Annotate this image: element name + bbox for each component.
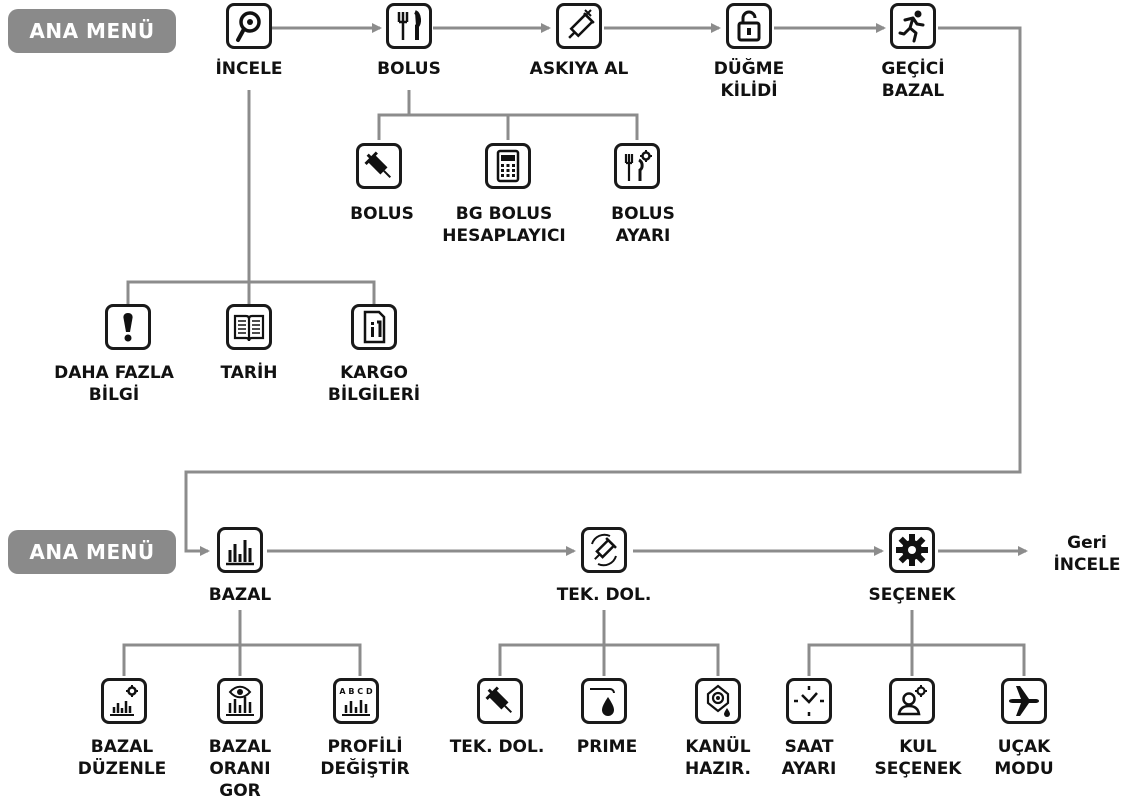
bar-chart-icon[interactable] <box>217 527 263 573</box>
tarih-label: TARİH <box>220 363 278 383</box>
daha-fazla-bilgi-label: DAHA FAZLA BİLGİ <box>54 363 174 405</box>
clock-icon[interactable] <box>786 678 832 724</box>
bg-bolus-label: BG BOLUS HESAPLAYICI <box>442 204 566 246</box>
ucak-modu-label: UÇAK MODU <box>994 737 1054 779</box>
fork-knife-icon[interactable] <box>386 3 432 49</box>
airplane-icon[interactable] <box>1001 678 1047 724</box>
saat-ayari-label: SAAT AYARI <box>781 737 837 779</box>
gecici-bazal-label: GEÇİCİ BAZAL <box>881 59 945 101</box>
exclamation-icon[interactable] <box>105 304 151 350</box>
askiya-al-label: ASKIYA AL <box>529 59 629 79</box>
runner-icon[interactable] <box>890 3 936 49</box>
secenek-label: SEÇENEK <box>868 585 956 605</box>
drop-icon[interactable] <box>581 678 627 724</box>
kul-secenek-label: KUL SEÇENEK <box>874 737 962 779</box>
bar-chart-gear-icon[interactable] <box>101 678 147 724</box>
kanul-hazir-label: KANÜL HAZIR. <box>685 737 751 779</box>
main-menu-button-top[interactable]: ANA MENÜ <box>8 9 176 53</box>
main-menu-button-bottom[interactable]: ANA MENÜ <box>8 530 176 574</box>
bazal-duzenle-label: BAZAL DÜZENLE <box>77 737 167 779</box>
profili-degistir-label: PROFİLİ DEĞİŞTİR <box>320 737 410 779</box>
abcd-text: A B C D <box>339 687 373 696</box>
bar-chart-eye-icon[interactable] <box>217 678 263 724</box>
info-icon[interactable] <box>351 304 397 350</box>
bazal-label: BAZAL <box>208 585 272 605</box>
syringe-crossed-icon[interactable] <box>556 3 602 49</box>
connector-wraparound <box>184 26 1022 556</box>
syringe-icon[interactable] <box>477 678 523 724</box>
fork-knife-gear-icon[interactable] <box>614 143 660 189</box>
kargo-bilgileri-label: KARGO BİLGİLERİ <box>327 363 421 405</box>
dugme-kilidi-label: DÜĞME KİLİDİ <box>713 59 785 101</box>
tek-dol-child-label: TEK. DOL. <box>449 737 545 757</box>
syringe-refill-icon[interactable] <box>581 527 627 573</box>
prime-label: PRIME <box>576 737 638 757</box>
user-gear-icon[interactable] <box>889 678 935 724</box>
bolus-child-label: BOLUS <box>350 204 414 224</box>
gear-icon[interactable] <box>889 527 935 573</box>
book-icon[interactable] <box>226 304 272 350</box>
incele-label: İNCELE <box>215 59 283 79</box>
bar-chart-abcd-icon[interactable]: A B C D <box>333 678 379 724</box>
magnifier-icon[interactable] <box>226 3 272 49</box>
bolus-ayari-label: BOLUS AYARI <box>611 204 675 246</box>
tek-dol-label: TEK. DOL. <box>556 585 652 605</box>
syringe-icon[interactable] <box>356 143 402 189</box>
calculator-icon[interactable] <box>485 143 531 189</box>
bolus-label: BOLUS <box>377 59 441 79</box>
back-to-incele-link[interactable]: Geri İNCELE <box>1053 533 1121 575</box>
cannula-icon[interactable] <box>695 678 741 724</box>
bazal-orani-gor-label: BAZAL ORANI GOR <box>208 737 272 801</box>
padlock-icon[interactable] <box>726 3 772 49</box>
